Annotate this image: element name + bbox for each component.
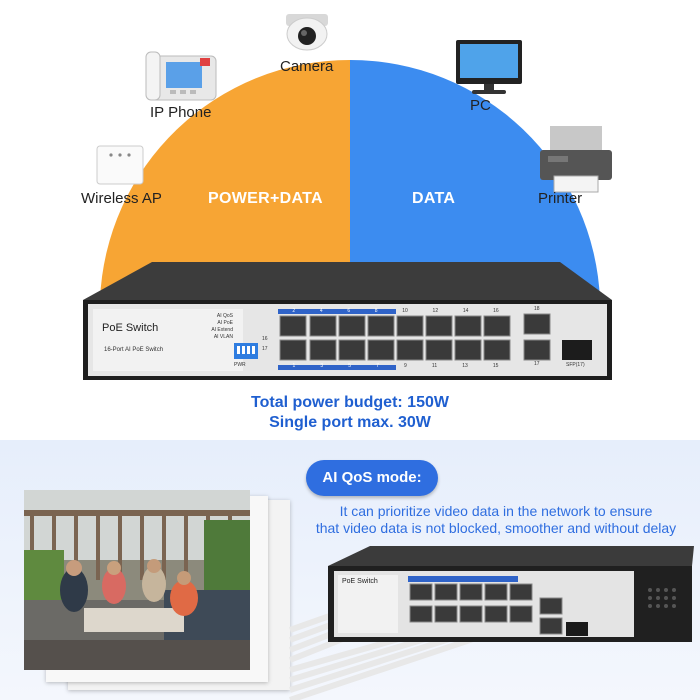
port-number: 1 [292,363,296,369]
port-number: 7 [376,363,379,369]
top-section: Camera IP Phone PC Wireless AP Printer P… [81,14,612,431]
port-number: 6 [347,308,351,314]
port-number: 10 [402,308,408,314]
pie-chart [83,14,612,380]
qos-description-line-2: that video data is not blocked, smoother… [315,520,677,536]
uplink-port-number: 17 [534,361,540,367]
camera-icon [286,14,328,51]
poe-switch-large [83,262,612,380]
camera-label: Camera [280,58,334,75]
ip-phone-icon [145,51,217,101]
switch-brand: PoE Switch [102,322,159,334]
wireless-ap-icon [96,145,144,185]
pwr-label: PWR [234,362,246,368]
ai-qos-mode-badge: AI QoS mode: [306,460,438,496]
switch-model: 16-Port AI PoE Switch [104,347,164,353]
dip-label: AI Extend [211,327,233,333]
printer-icon [540,126,612,193]
data-label: DATA [412,190,456,207]
port-number: 13 [462,363,468,369]
outdoor-photo [24,490,250,670]
small-switch-brand: PoE Switch [342,578,378,585]
port-number: 12 [432,308,439,314]
qos-description-line-1: It can prioritize video data in the netw… [339,503,653,519]
uplink-port-number: 18 [534,306,540,312]
port-number: 8 [374,308,378,314]
dip-labels: AI QoS AI PoE AI Extend AI VLAN [205,313,233,341]
top-port-numbers: 2 4 6 8 10 12 14 16 [280,308,511,315]
port-number: 5 [348,363,352,369]
port-number: 15 [492,363,499,369]
pie-right-half [350,59,600,300]
wireless-ap-label: Wireless AP [81,190,162,207]
pie-left-half [100,59,350,300]
port-number: 9 [404,363,407,369]
power-data-label: POWER+DATA [208,190,323,207]
port-number: 4 [319,308,323,314]
dip-number: 17 [262,346,268,352]
port-number: 16 [493,308,499,314]
port-number: 2 [292,308,296,314]
ip-phone-label: IP Phone [150,104,212,121]
port-number: 3 [320,363,324,369]
port-number: 11 [431,363,438,369]
bottom-port-numbers: 1 3 5 7 9 11 13 15 [280,363,511,370]
dip-label: AI VLAN [213,334,233,340]
dip-number: 16 [262,336,268,342]
budget-line-2: Single port max. 30W [269,414,431,431]
budget-line-1: Total power budget: 150W [251,394,449,411]
sfp-label: SFP(17) [566,362,585,368]
dip-label: AI PoE [217,320,233,326]
dip-label: AI QoS [216,313,233,319]
pc-label: PC [470,97,491,114]
port-number: 14 [462,308,469,314]
poe-switch-small [288,546,694,700]
printer-label: Printer [538,190,583,207]
pc-icon [456,40,522,94]
